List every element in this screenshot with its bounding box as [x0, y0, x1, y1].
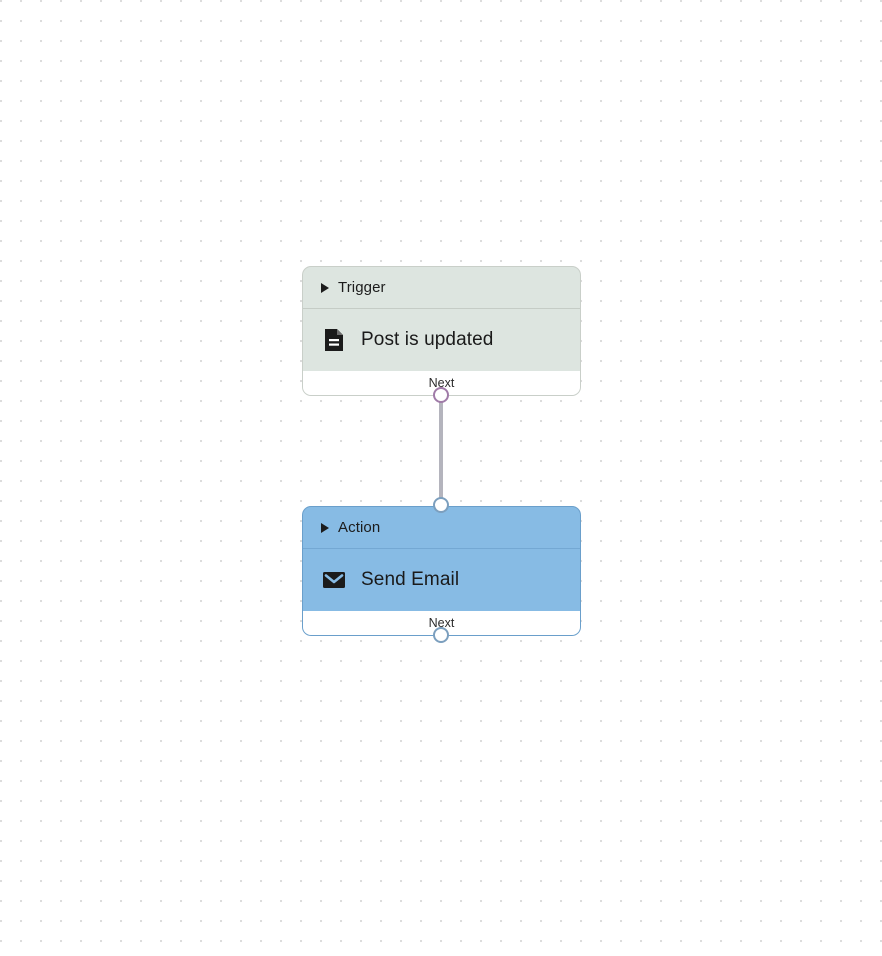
workflow-node-action[interactable]: Action Send Email Next: [302, 506, 581, 636]
workflow-node-trigger[interactable]: Trigger Post is updated Next: [302, 266, 581, 396]
action-input-port[interactable]: [433, 497, 449, 513]
caret-right-icon[interactable]: [321, 282, 329, 293]
action-next-port[interactable]: [433, 627, 449, 643]
action-node-title: Send Email: [361, 569, 460, 590]
trigger-node-title: Post is updated: [361, 329, 494, 350]
caret-right-icon[interactable]: [321, 522, 329, 533]
trigger-node-kind-label: Trigger: [338, 279, 386, 296]
action-node-kind-label: Action: [338, 519, 381, 536]
action-next-label: Next: [428, 616, 455, 630]
trigger-node-body[interactable]: Post is updated: [303, 309, 580, 371]
action-node-body[interactable]: Send Email: [303, 549, 580, 611]
action-node-header[interactable]: Action: [303, 507, 580, 549]
trigger-next-port[interactable]: [433, 387, 449, 403]
document-icon: [321, 327, 347, 353]
trigger-node-header[interactable]: Trigger: [303, 267, 580, 309]
edge-trigger-to-action[interactable]: [439, 397, 443, 505]
trigger-next-label: Next: [428, 376, 455, 390]
envelope-icon: [321, 567, 347, 593]
